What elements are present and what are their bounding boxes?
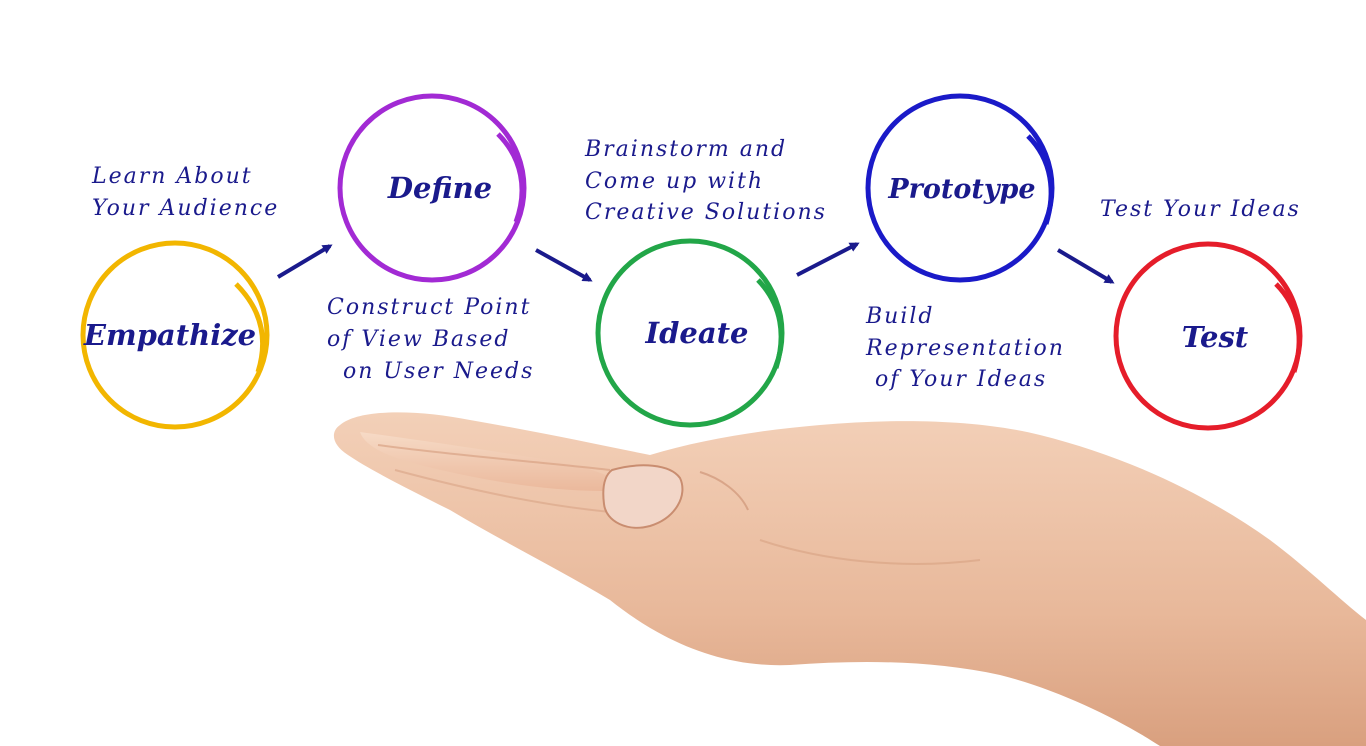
note-line: of View Based [327,327,510,352]
note-line: Brainstorm and [584,137,787,162]
note-prototype: Build Representation of Your Ideas [865,304,1065,392]
note-line: Come up with [585,169,764,194]
note-ideate: Brainstorm and Come up with Creative Sol… [584,137,827,225]
note-line: Construct Point [327,295,531,320]
arrow-ideate-to-prototype [796,242,860,277]
stage-empathize: Empathize [80,240,270,430]
stage-label: Ideate [645,316,749,350]
note-line: Creative Solutions [585,200,827,225]
note-line: Test Your Ideas [1100,197,1301,222]
arrow-prototype-to-test [1056,248,1115,284]
stage-label: Empathize [83,318,256,352]
stage-label: Define [387,171,492,205]
stage-label: Prototype [887,174,1035,205]
note-line: on User Needs [343,359,534,384]
note-test: Test Your Ideas [1100,197,1301,222]
stage-prototype: Prototype [865,93,1055,283]
note-empathize: Learn About Your Audience [91,164,279,221]
circle-tail-accent [1026,134,1054,225]
note-line: Representation [865,336,1065,361]
stage-label: Test [1182,320,1249,354]
note-define: Construct Point of View Based on User Ne… [327,295,534,384]
arrow-define-to-ideate [535,248,593,282]
stage-define: Define [337,93,527,283]
arrow-empathize-to-define [276,244,333,279]
stage-circle [80,240,270,430]
open-hand-illustration [333,412,1366,746]
flow-arrows [276,242,1115,284]
circle-tail-accent [756,278,784,369]
circle-tail-accent [1274,282,1302,373]
note-line: Learn About [91,164,253,189]
note-line: Your Audience [92,196,279,221]
note-line: of Your Ideas [875,367,1047,392]
note-line: Build [865,304,935,329]
circle-tail-accent [496,132,525,223]
circle-tail-accent [234,282,266,373]
stage-ideate: Ideate [595,238,785,428]
stage-test: Test [1113,241,1303,431]
